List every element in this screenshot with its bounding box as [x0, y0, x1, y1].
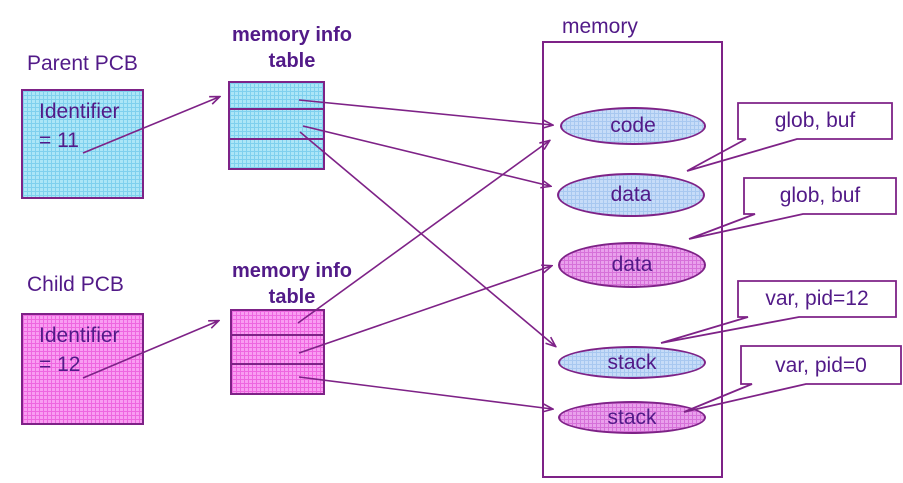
parent-table-label-line1: memory info	[231, 24, 353, 46]
segment-label-data-child: data	[611, 253, 653, 276]
parent-table-row-divider	[230, 138, 323, 140]
arrow-child-row3-to-stack	[298, 376, 552, 409]
parent-table-row-divider	[230, 108, 323, 110]
ellipse-code: code	[560, 107, 706, 145]
callout-var-pid12: var, pid=12	[765, 287, 869, 310]
child-identifier-line2: = 12	[39, 353, 81, 376]
child-memory-table-label: memory info table	[217, 258, 367, 310]
parent-identifier-line1: Identifier	[39, 100, 120, 123]
child-pcb-box: Identifier = 12	[21, 313, 144, 425]
arrow-parent-row1-to-code	[298, 99, 552, 125]
parent-pcb-box: Identifier = 11	[21, 89, 144, 199]
child-table-label-line1: memory info	[231, 260, 353, 282]
parent-pcb-title: Parent PCB	[27, 52, 138, 75]
child-pcb-title: Child PCB	[27, 273, 124, 296]
segment-label-stack-child: stack	[607, 405, 657, 429]
child-identifier-line1: Identifier	[39, 324, 120, 347]
arrow-parent-row2-to-stack	[299, 131, 555, 346]
parent-identifier-line2: = 11	[39, 129, 79, 152]
segment-label-code: code	[610, 114, 656, 137]
child-memory-table	[230, 309, 325, 395]
child-table-row-divider	[232, 334, 323, 336]
callout-glob-buf-parent: glob, buf	[774, 109, 856, 132]
ellipse-data-parent: data	[557, 173, 705, 217]
arrow-parent-row2-to-data	[302, 125, 550, 186]
parent-table-label-line2: table	[268, 50, 316, 72]
callout-glob-buf-child: glob, buf	[779, 184, 861, 207]
segment-label-data-parent: data	[610, 183, 652, 206]
callout-var-pid0: var, pid=0	[775, 354, 867, 377]
child-table-label-line2: table	[268, 286, 316, 308]
child-table-row-divider	[232, 363, 323, 365]
ellipse-data-child: data	[558, 242, 706, 288]
parent-memory-table-label: memory info table	[217, 22, 367, 74]
segment-label-stack-parent: stack	[607, 350, 657, 374]
parent-memory-table	[228, 81, 325, 170]
memory-label: memory	[562, 15, 638, 38]
ellipse-stack-parent: stack	[558, 346, 706, 379]
ellipse-stack-child: stack	[558, 401, 706, 434]
